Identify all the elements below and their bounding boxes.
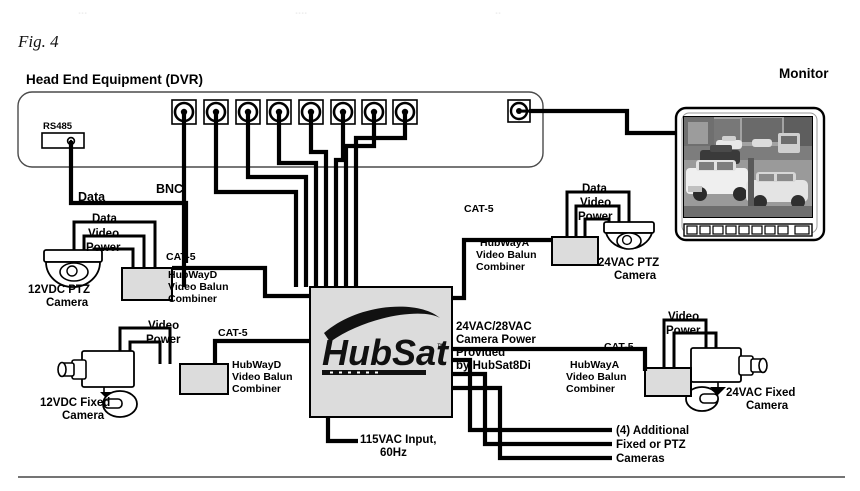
right-bottom-cat5-wire xyxy=(452,346,648,371)
power-note-line1: 24VAC/28VAC xyxy=(456,321,532,333)
right-bottom-signal-video: Video xyxy=(668,311,699,323)
bnc-port xyxy=(171,99,197,125)
right-top-balun-3: Combiner xyxy=(476,261,525,273)
left-top-cat5: CAT-5 xyxy=(166,251,196,263)
power-note-line4: by HubSat8Di xyxy=(456,360,531,372)
monitor-video-wire xyxy=(529,108,676,136)
head-end-title: Head End Equipment (DVR) xyxy=(26,72,203,87)
right-top-cat5-wire xyxy=(452,237,552,301)
right-top-balun-2: Video Balun xyxy=(476,249,536,261)
left-bottom-cat5-wire xyxy=(212,338,310,364)
monitor-label: Monitor xyxy=(779,66,829,81)
left-bottom-balun-1: HubWayD xyxy=(232,359,282,371)
left-bottom-balun-3: Combiner xyxy=(232,383,281,395)
left-top-balun-2: Video Balun xyxy=(168,281,228,293)
monitor-device xyxy=(674,106,826,242)
ac-input-line1: 115VAC Input, xyxy=(360,434,436,446)
right-bottom-camera-label-1: 24VAC Fixed xyxy=(726,387,795,399)
left-top-signal-video: Video xyxy=(88,228,119,240)
rs485-port[interactable] xyxy=(41,132,85,149)
data-label-dvr: Data xyxy=(78,190,106,204)
left-top-camera-label-1: 12VDC PTZ xyxy=(28,284,90,296)
left-top-balun-3: Combiner xyxy=(168,293,217,305)
power-note-line2: Camera Power xyxy=(456,334,536,346)
additional-camera-wires xyxy=(452,357,612,461)
right-top-signal-wires xyxy=(565,190,631,237)
rs485-label: RS485 xyxy=(43,121,73,132)
right-bottom-box-camera xyxy=(685,347,768,412)
left-top-balun-box xyxy=(121,267,173,301)
left-bottom-balun-2: Video Balun xyxy=(232,371,292,383)
clipped-text-1: ... xyxy=(78,5,87,17)
figure-caption: Fig. 4 xyxy=(17,32,59,51)
clipped-text-3: .. xyxy=(495,5,501,17)
clipped-text-2: .... xyxy=(295,5,307,17)
right-bottom-balun-box xyxy=(644,367,692,397)
right-top-signal-data: Data xyxy=(582,183,608,195)
right-bottom-balun-1: HubWayA xyxy=(570,359,620,371)
additional-note-1: (4) Additional xyxy=(616,425,689,437)
left-bottom-cat5: CAT-5 xyxy=(218,327,248,339)
additional-note-2: Fixed or PTZ xyxy=(616,439,686,451)
right-top-dome-camera xyxy=(603,221,655,250)
hubsat-trademark: ™ xyxy=(437,342,445,351)
left-bottom-signal-power: Power xyxy=(146,334,181,346)
ac-input-wire xyxy=(325,417,358,444)
additional-note-3: Cameras xyxy=(616,453,665,465)
left-bottom-camera-label-1: 12VDC Fixed xyxy=(40,397,110,409)
right-bottom-camera-label-2: Camera xyxy=(746,400,789,412)
monitor-screen-image xyxy=(684,117,812,217)
left-top-signal-wires xyxy=(72,220,157,268)
left-bottom-box-camera xyxy=(57,350,138,418)
left-bottom-signal-video: Video xyxy=(148,320,179,332)
monitor-output-port[interactable] xyxy=(507,99,531,123)
right-top-camera-label-1: 24VAC PTZ xyxy=(598,257,659,269)
right-top-signal-video: Video xyxy=(580,197,611,209)
left-top-dome-camera xyxy=(43,249,103,288)
left-bottom-balun-box xyxy=(179,363,229,395)
right-bottom-balun-2: Video Balun xyxy=(566,371,626,383)
left-top-signal-data: Data xyxy=(92,213,118,225)
left-top-cat5-wire xyxy=(172,265,310,299)
right-bottom-signal-power: Power xyxy=(666,325,701,337)
left-bottom-signal-wires xyxy=(118,326,172,364)
bnc-label: BNC xyxy=(156,182,183,196)
left-top-balun-1: HubWayD xyxy=(168,269,218,281)
right-top-balun-box xyxy=(551,236,599,266)
right-top-signal-power: Power xyxy=(578,211,613,223)
right-bottom-balun-3: Combiner xyxy=(566,383,615,395)
monitor-button-strip[interactable] xyxy=(683,223,813,237)
left-top-camera-label-2: Camera xyxy=(46,297,89,309)
right-top-cat5: CAT-5 xyxy=(464,203,494,215)
right-top-camera-label-2: Camera xyxy=(614,270,657,282)
clipped-header-text: ... .... .. xyxy=(78,5,501,17)
hubsat-logo-text: HubSat xyxy=(322,332,450,373)
left-bottom-camera-label-2: Camera xyxy=(62,410,105,422)
rs485-data-wire xyxy=(68,141,189,263)
right-bottom-signal-wires xyxy=(662,318,718,368)
left-top-signal-power: Power xyxy=(86,242,121,254)
hubsat-logo: HubSat ™ xyxy=(322,306,450,375)
ac-input-line2: 60Hz xyxy=(380,447,407,459)
